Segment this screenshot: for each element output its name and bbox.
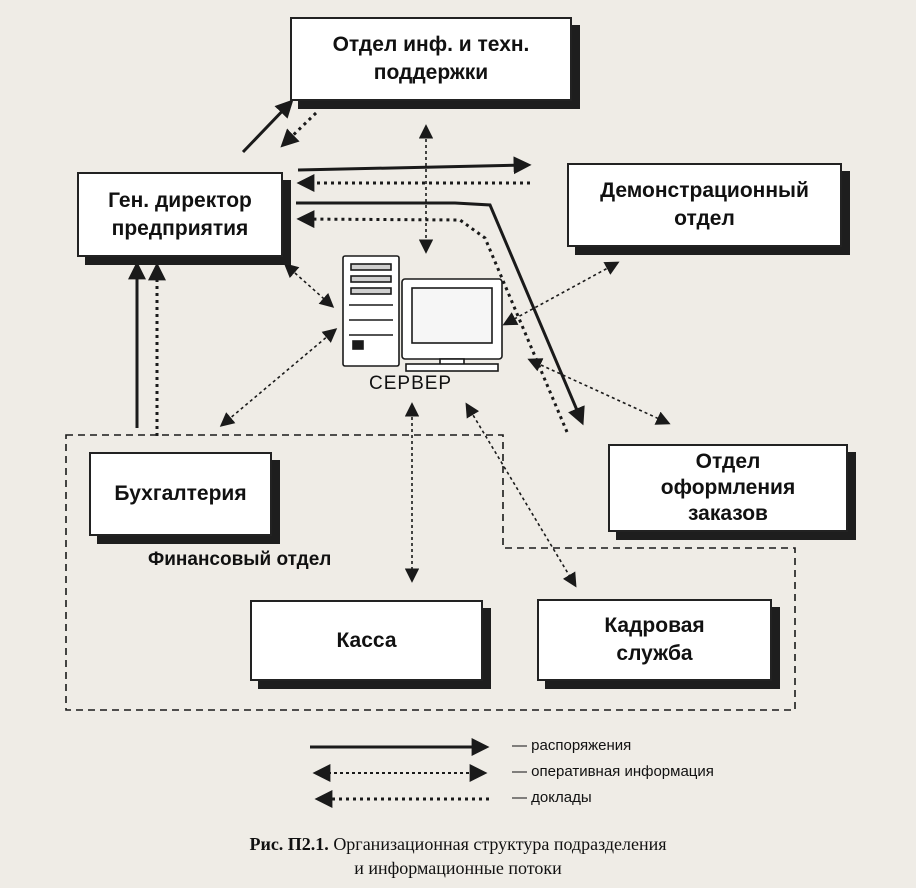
- info-orders-server: [527, 358, 671, 425]
- legend-orders-text: — распоряжения: [512, 737, 632, 754]
- box-accounting: Бухгалтерия: [89, 452, 272, 536]
- box-order-department-label: Отдел оформления заказов: [660, 450, 796, 525]
- report-it-to-director: [280, 111, 318, 148]
- arrow-director-to-demo: [297, 156, 532, 175]
- figure-caption: Рис. П2.1. Организационная структура под…: [0, 832, 916, 856]
- box-it-support-label: Отдел инф. и техн. поддержки: [332, 33, 530, 84]
- box-hr-label: Кадровая служба: [604, 614, 705, 665]
- server-label: СЕРВЕР: [369, 373, 453, 394]
- server-computer-icon: [342, 255, 503, 372]
- legend-lines: [310, 738, 490, 808]
- box-demo-department: Демонстрационный отдел: [567, 163, 842, 247]
- box-hr: Кадровая служба: [537, 599, 772, 681]
- figure-caption-line-2: и информационные потоки: [354, 858, 562, 878]
- legend-operational-text: — оперативная информация: [512, 763, 714, 780]
- caption-line-1: Организационная структура подразделения: [328, 834, 667, 854]
- box-cash: Касса: [250, 600, 483, 681]
- box-director-label: Ген. директор предприятия: [108, 188, 252, 240]
- box-accounting-label: Бухгалтерия: [114, 482, 247, 505]
- box-director: Ген. директор предприятия: [77, 172, 283, 257]
- box-order-department: Отдел оформления заказов: [608, 444, 848, 532]
- box-demo-department-label: Демонстрационный отдел: [600, 179, 809, 230]
- figure-number: Рис. П2.1.: [249, 834, 329, 854]
- box-it-support: Отдел инф. и техн. поддержки: [290, 17, 572, 101]
- finance-group-label: Финансовый отдел: [148, 549, 332, 570]
- info-demo-server: [502, 261, 620, 326]
- report-arrows: [148, 111, 569, 436]
- arrow-director-to-it: [241, 99, 294, 154]
- info-director-server: [283, 263, 335, 308]
- info-accounting-server: [219, 328, 338, 427]
- operational-info-arrows: [219, 124, 671, 588]
- report-orders-to-director: [296, 210, 569, 433]
- box-cash-label: Касса: [336, 628, 397, 652]
- legend-reports-text: — доклады: [512, 789, 592, 806]
- info-hr-server: [465, 402, 577, 588]
